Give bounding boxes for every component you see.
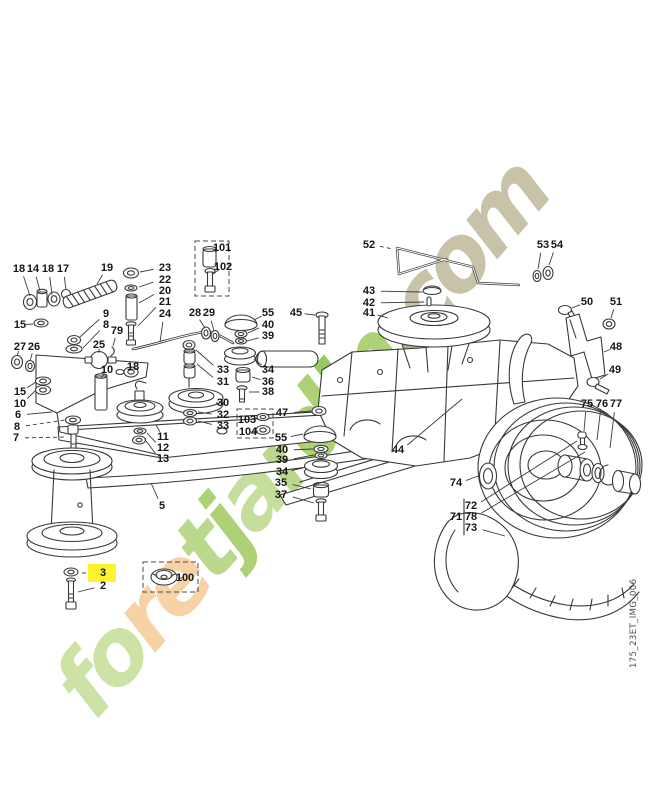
leader-line-55 bbox=[290, 433, 304, 438]
leader-line-24 bbox=[159, 321, 164, 343]
leader-line-26 bbox=[29, 353, 33, 362]
leader-line-15 bbox=[26, 381, 37, 389]
leader-line-73 bbox=[482, 529, 506, 537]
leader-line-103 bbox=[251, 417, 259, 420]
upper-pulley-stack bbox=[223, 314, 258, 403]
leader-line-45 bbox=[304, 313, 316, 316]
spring-link-assembly bbox=[22, 267, 235, 351]
leader-lines bbox=[16, 245, 615, 593]
leader-line-39 bbox=[246, 337, 259, 342]
image-code-caption: 175_23ET_IMG_006 bbox=[629, 579, 639, 668]
leader-line-22 bbox=[138, 281, 154, 288]
leader-line-34 bbox=[291, 467, 304, 471]
leader-line-2 bbox=[77, 587, 95, 593]
kit-box-103-104 bbox=[236, 408, 274, 439]
leader-line-47 bbox=[293, 410, 312, 413]
leader-line-50 bbox=[571, 304, 581, 309]
leader-line-72 bbox=[480, 440, 578, 503]
leader-line-44 bbox=[407, 398, 463, 446]
leader-line-76 bbox=[596, 411, 601, 441]
leader-line-49 bbox=[599, 373, 609, 380]
leader-line-55 bbox=[253, 315, 262, 321]
leader-line-14 bbox=[35, 276, 41, 292]
leader-line-28 bbox=[199, 319, 206, 329]
leader-line-21 bbox=[137, 307, 157, 327]
leader-line-6 bbox=[26, 411, 53, 415]
leader-line-54 bbox=[548, 252, 554, 266]
leader-line-37 bbox=[292, 496, 315, 504]
bracket-assembly bbox=[10, 334, 161, 456]
leader-line-19 bbox=[96, 274, 103, 285]
leader-line-17 bbox=[63, 276, 67, 291]
leader-line-74 bbox=[465, 475, 479, 481]
leader-line-29 bbox=[210, 320, 215, 332]
leader-line-39 bbox=[293, 454, 315, 460]
leader-line-12 bbox=[146, 432, 157, 443]
leader-line-51 bbox=[610, 309, 615, 319]
idler-pulley bbox=[116, 380, 164, 445]
leader-line-40 bbox=[293, 448, 314, 451]
kit-parts bbox=[150, 245, 271, 586]
lower-pulley-stack bbox=[303, 425, 339, 522]
leader-line-18 bbox=[49, 276, 53, 296]
leader-line-102 bbox=[212, 269, 219, 275]
leader-line-101 bbox=[214, 249, 220, 253]
leader-line-34 bbox=[253, 358, 262, 366]
leader-line-77 bbox=[609, 411, 615, 449]
leader-line-104 bbox=[252, 430, 259, 432]
leader-line-75 bbox=[583, 411, 587, 432]
big-pulley-assembly bbox=[26, 447, 118, 610]
leader-line-43 bbox=[380, 290, 423, 293]
control-rod bbox=[395, 246, 554, 287]
leader-line-33 bbox=[197, 420, 212, 425]
leader-line-52 bbox=[379, 245, 394, 250]
leader-line-18 bbox=[130, 367, 133, 369]
leader-line-42 bbox=[380, 301, 425, 304]
kit-boxes bbox=[142, 240, 274, 593]
shaft-pulley-stack bbox=[168, 339, 224, 426]
leader-line-79 bbox=[112, 337, 116, 347]
leader-line-15 bbox=[25, 323, 34, 325]
support-bracket bbox=[557, 304, 616, 395]
leader-line-18 bbox=[23, 276, 31, 297]
kit-box-101-102 bbox=[194, 240, 230, 297]
leader-line-36 bbox=[251, 376, 261, 381]
leader-line-11 bbox=[155, 424, 161, 432]
leader-line-78 bbox=[481, 451, 586, 514]
leader-line-13 bbox=[145, 440, 156, 454]
leader-line-32 bbox=[197, 411, 212, 415]
drive-pulley bbox=[311, 285, 491, 417]
leader-line-10 bbox=[100, 373, 105, 379]
leader-line-20 bbox=[138, 293, 155, 304]
kit-box-100 bbox=[142, 561, 199, 593]
leader-line-9 bbox=[79, 318, 100, 338]
leader-line-33 bbox=[195, 349, 214, 366]
leader-line-40 bbox=[247, 327, 260, 334]
leader-line-23 bbox=[139, 268, 154, 273]
leader-line-27 bbox=[16, 350, 20, 357]
leader-line-5 bbox=[150, 482, 159, 499]
leader-line-41 bbox=[377, 314, 389, 319]
leader-line-35 bbox=[292, 484, 312, 490]
leader-line-8 bbox=[82, 330, 100, 349]
leader-line-48 bbox=[603, 348, 611, 353]
leader-line-10 bbox=[26, 389, 37, 400]
leader-line-31 bbox=[196, 363, 214, 378]
leader-line-53 bbox=[537, 252, 542, 270]
